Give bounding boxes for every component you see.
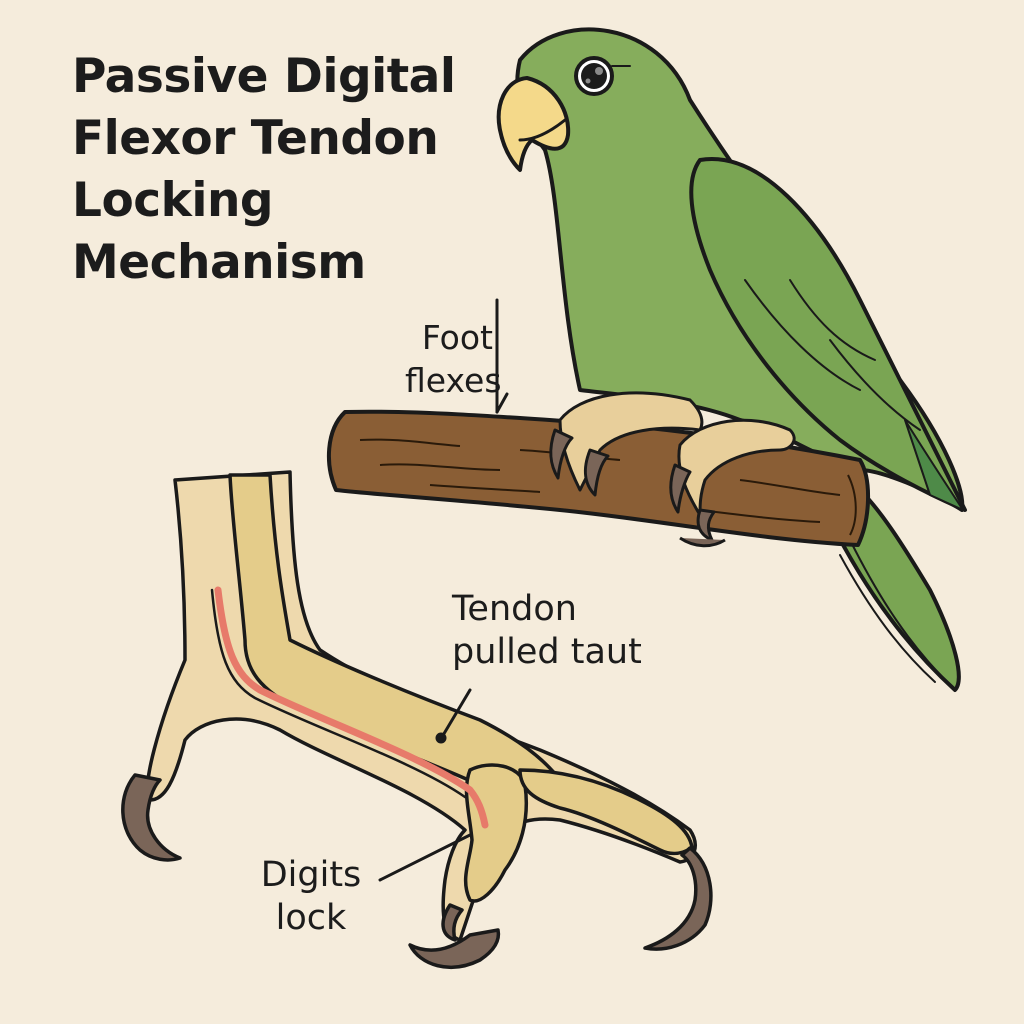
hind-claw [121, 773, 182, 862]
label-digits-line-1: Digits [260, 855, 362, 895]
foot-flexes-arrow [495, 298, 509, 414]
label-tendon-pulled-taut: Tendon pulled taut [452, 588, 642, 674]
parrot-feet [549, 391, 796, 548]
label-tendon-line-1: Tendon [452, 589, 577, 629]
flexor-tendon [214, 586, 489, 829]
label-foot-flexes: Foot flexes [405, 316, 502, 402]
front-claw-1 [408, 928, 501, 969]
foot-anatomy-illustration [121, 470, 713, 969]
title-line-1: Passive Digital [72, 49, 456, 104]
digits-pointer [378, 833, 472, 882]
label-foot-flexes-line-1: Foot [421, 318, 493, 357]
title-line-3: Locking [72, 173, 274, 228]
label-tendon-line-2: pulled taut [452, 632, 642, 672]
diagram-title: Passive Digital Flexor Tendon Locking Me… [72, 46, 456, 294]
parrot-illustration [496, 27, 967, 692]
front-claw-2 [643, 846, 713, 951]
title-line-2: Flexor Tendon [72, 111, 439, 166]
label-digits-line-2: lock [275, 898, 347, 938]
tendon-pointer [435, 688, 472, 744]
label-digits-lock: Digits lock [250, 854, 372, 940]
parrot-beak [496, 76, 571, 172]
label-foot-flexes-line-2: flexes [405, 361, 502, 400]
title-line-4: Mechanism [72, 235, 366, 290]
